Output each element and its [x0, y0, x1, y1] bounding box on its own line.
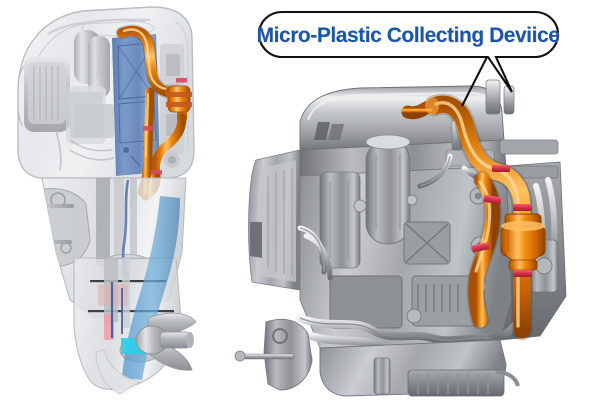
ecu-box — [74, 104, 114, 138]
lower-unit-gearcase — [73, 196, 197, 395]
hose-outline — [299, 317, 493, 341]
collector-barrel-left — [166, 85, 192, 113]
propeller — [135, 312, 197, 371]
vent-riser — [485, 79, 501, 115]
tube-clamps — [471, 165, 532, 277]
callout-label: Micro-Plastic Collecting Deviice — [256, 22, 560, 47]
water-flow-path — [122, 196, 180, 380]
intake-fins — [267, 168, 293, 276]
callout-pointer-line — [461, 56, 488, 107]
module-fins — [417, 284, 459, 312]
micro-plastic-collecting-tube — [401, 93, 546, 341]
collector-canister — [500, 213, 546, 271]
cable-outline — [299, 155, 451, 273]
callout-balloon[interactable] — [257, 10, 560, 107]
bottom-fins — [417, 374, 489, 394]
secondary-canister — [319, 171, 361, 269]
air-intake-silencer — [18, 56, 70, 132]
lower-mount-bracket — [234, 318, 520, 397]
hose-bundle — [55, 129, 115, 171]
oil-filter-canister — [365, 134, 411, 245]
crosshatch-panel — [403, 221, 451, 265]
callout-label-wrap[interactable]: Micro-Plastic Collecting Deviice — [256, 12, 560, 58]
tube-clamps-left — [143, 78, 187, 175]
